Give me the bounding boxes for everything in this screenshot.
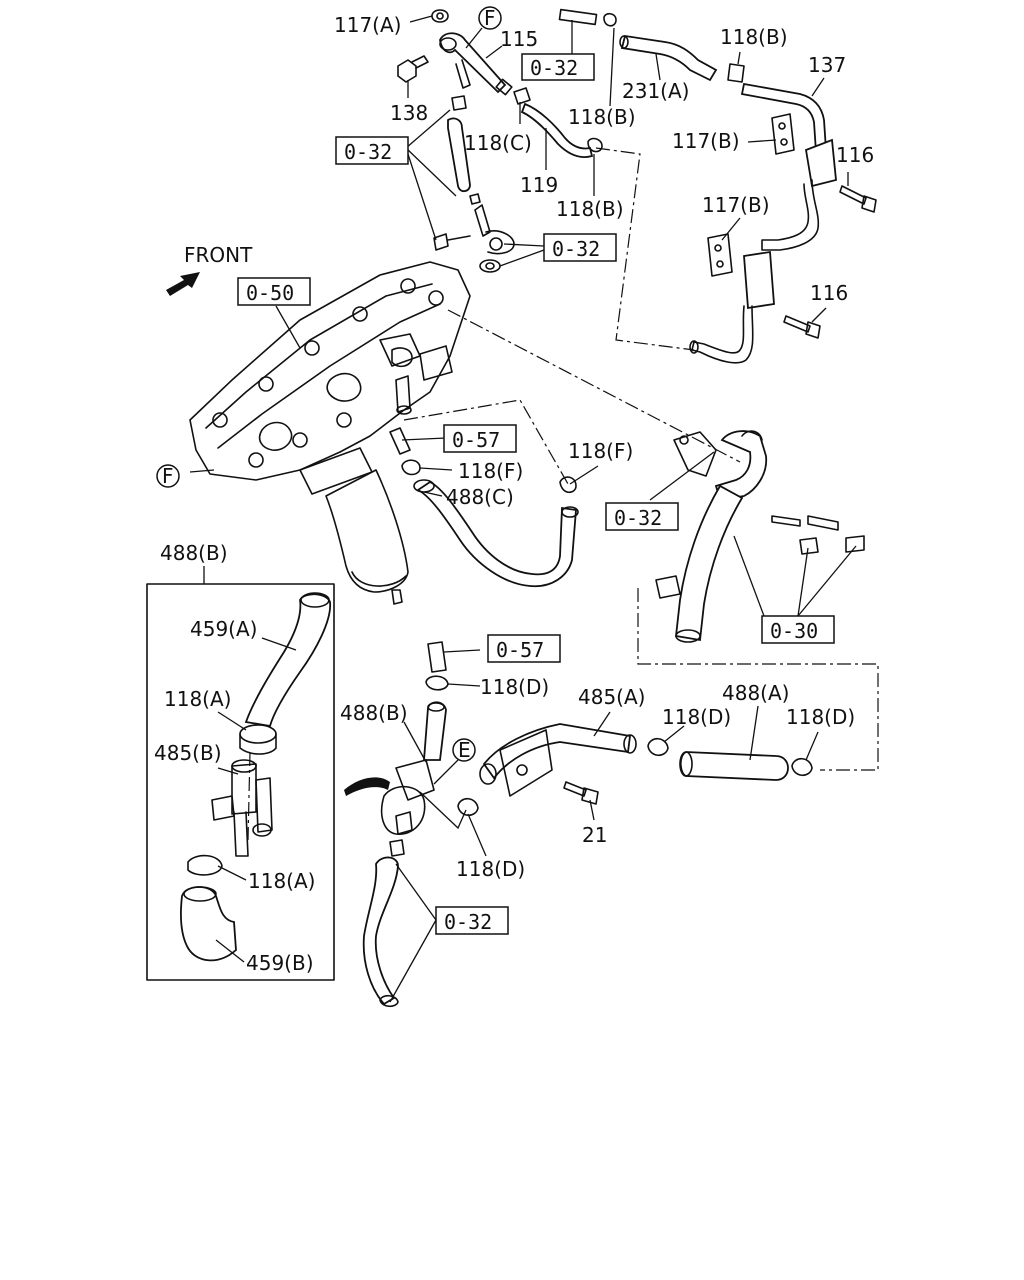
- front-arrow-icon: [166, 272, 200, 296]
- cooler-housing: [189, 261, 471, 481]
- callout-488a: 488(A): [722, 681, 789, 705]
- callout-459b: 459(B): [246, 951, 314, 975]
- ref-box-0-32-e: 0-32: [435, 906, 509, 935]
- bracket-117b-upper: [771, 113, 795, 155]
- ref-box-0-32-d: 0-32: [605, 502, 679, 531]
- leader-lines: [189, 15, 857, 1003]
- svg-text:F: F: [162, 464, 174, 488]
- fitting-0-57-lower: [425, 641, 449, 691]
- circle-mark-f-top: F: [478, 6, 502, 30]
- detail-box-488b: [146, 583, 335, 981]
- callout-137: 137: [808, 53, 846, 77]
- callout-21: 21: [582, 823, 607, 847]
- callout-118d-4: 118(D): [456, 857, 525, 881]
- callout-118f-2: 118(F): [458, 459, 523, 483]
- circle-mark-e: E: [452, 738, 476, 762]
- ref-0-57-b-text: 0-57: [496, 638, 544, 662]
- callout-118f-1: 118(F): [568, 439, 633, 463]
- ref-0-57-a-text: 0-57: [452, 428, 500, 452]
- hose-lower-long: [362, 839, 405, 1008]
- callout-118d-3: 118(D): [786, 705, 855, 729]
- callout-488b-title: 488(B): [160, 541, 228, 565]
- hose-231a: [558, 8, 745, 83]
- callout-231a: 231(A): [622, 79, 689, 103]
- callout-118d-1: 118(D): [480, 675, 549, 699]
- callout-118a-1: 118(A): [164, 687, 231, 711]
- bolt-116-upper: [839, 185, 877, 213]
- ref-box-0-57-a: 0-57: [443, 424, 517, 453]
- ref-box-0-30: 0-30: [761, 615, 835, 644]
- ref-box-0-57-b: 0-57: [487, 634, 561, 663]
- ref-0-30-text: 0-30: [770, 619, 818, 643]
- ref-0-32-b-text: 0-32: [344, 140, 392, 164]
- circle-mark-f-left: F: [156, 464, 180, 488]
- ref-0-32-e-text: 0-32: [444, 910, 492, 934]
- callout-118b-1: 118(B): [720, 25, 788, 49]
- ref-0-50-text: 0-50: [246, 281, 294, 305]
- banjo-fitting: [433, 204, 515, 273]
- hose-small-left: [447, 95, 481, 205]
- pipe-137: [689, 82, 837, 364]
- clamp-118d-lower: [457, 797, 479, 817]
- callout-117b-1: 117(B): [672, 129, 740, 153]
- clip-117a: [431, 9, 449, 23]
- callout-488c: 488(C): [446, 485, 514, 509]
- pipe-115: [439, 32, 513, 96]
- callout-138: 138: [390, 101, 428, 125]
- callout-118b-3: 118(B): [556, 197, 624, 221]
- callout-117a: 117(A): [334, 13, 401, 37]
- callout-459a: 459(A): [190, 617, 257, 641]
- callout-118d-2: 118(D): [662, 705, 731, 729]
- ref-box-0-32-c: 0-32: [543, 233, 617, 262]
- ref-box-0-32-a: 0-32: [521, 53, 595, 81]
- bolt-116-lower: [783, 315, 821, 339]
- hose-488c: [389, 427, 579, 588]
- svg-text:F: F: [484, 6, 496, 30]
- ref-0-32-c-text: 0-32: [552, 237, 600, 261]
- ref-box-0-50: 0-50: [237, 277, 311, 306]
- elbow-pipe: [655, 430, 865, 643]
- callout-118c: 118(C): [464, 131, 532, 155]
- callout-119: 119: [520, 173, 558, 197]
- callout-115: 115: [500, 27, 538, 51]
- callout-118a-2: 118(A): [248, 869, 315, 893]
- bracket-117b-lower: [707, 233, 733, 277]
- pipe-485a: [479, 723, 637, 805]
- callout-488b-2: 488(B): [340, 701, 408, 725]
- bolt-138: [397, 55, 429, 83]
- callout-116-2: 116: [810, 281, 848, 305]
- hose-488a: [647, 737, 813, 781]
- hose-488b-lower: [344, 701, 447, 835]
- front-label: FRONT: [184, 243, 253, 267]
- callout-485a: 485(A): [578, 685, 645, 709]
- ref-0-32-a-text: 0-32: [530, 56, 578, 80]
- callout-485b: 485(B): [154, 741, 222, 765]
- oil-filter: [299, 447, 409, 605]
- callout-117b-2: 117(B): [702, 193, 770, 217]
- callout-118b-2: 118(B): [568, 105, 636, 129]
- svg-text:E: E: [458, 738, 471, 762]
- callout-116-1: 116: [836, 143, 874, 167]
- ref-0-32-d-text: 0-32: [614, 506, 662, 530]
- ref-box-0-32-b: 0-32: [335, 136, 409, 165]
